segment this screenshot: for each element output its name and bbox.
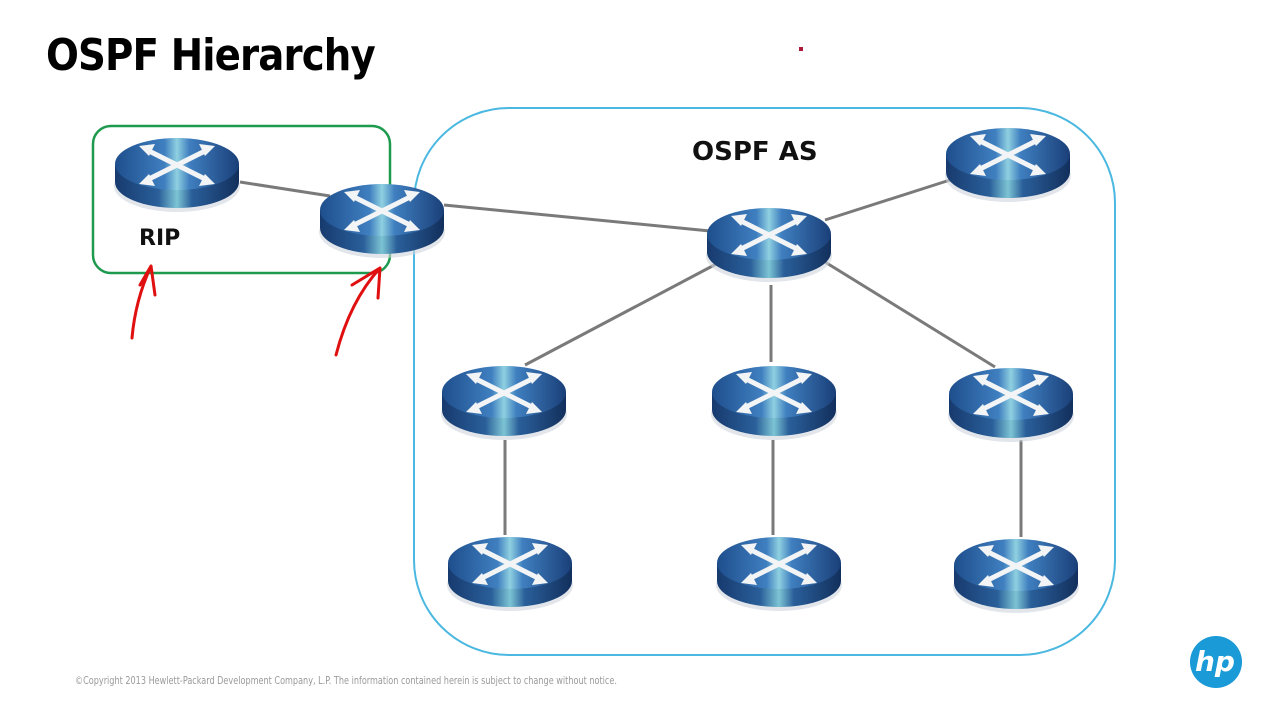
- ospf-as-region-border: [413, 107, 1116, 656]
- link-core-midright: [824, 260, 996, 369]
- router-icon[interactable]: [948, 368, 1074, 442]
- annotation-arrow-rip: [130, 264, 157, 340]
- rip-label: RIP: [139, 226, 180, 251]
- hp-logo-icon: hp: [1190, 636, 1242, 688]
- link-core-topright: [824, 178, 951, 222]
- router-icon[interactable]: [441, 366, 567, 440]
- copyright-footer: ©Copyright 2013 Hewlett-Packard Developm…: [75, 674, 617, 687]
- router-icon[interactable]: [706, 208, 832, 282]
- link-asbr-core: [443, 203, 711, 233]
- router-icon[interactable]: [319, 184, 445, 258]
- router-icon[interactable]: [953, 539, 1079, 613]
- stray-mark: [799, 47, 803, 51]
- router-icon[interactable]: [711, 366, 837, 440]
- slide-title: OSPF Hierarchy: [46, 30, 376, 81]
- router-icon[interactable]: [945, 128, 1071, 202]
- link-core-midleft: [524, 260, 721, 367]
- router-icon[interactable]: [114, 138, 240, 212]
- router-icon[interactable]: [447, 537, 573, 611]
- link-rip-asbr: [239, 180, 331, 198]
- hp-logo-text: hp: [1195, 645, 1235, 678]
- router-icon[interactable]: [716, 537, 842, 611]
- annotation-arrow-asbr: [334, 266, 382, 357]
- ospf-as-label: OSPF AS: [692, 137, 818, 167]
